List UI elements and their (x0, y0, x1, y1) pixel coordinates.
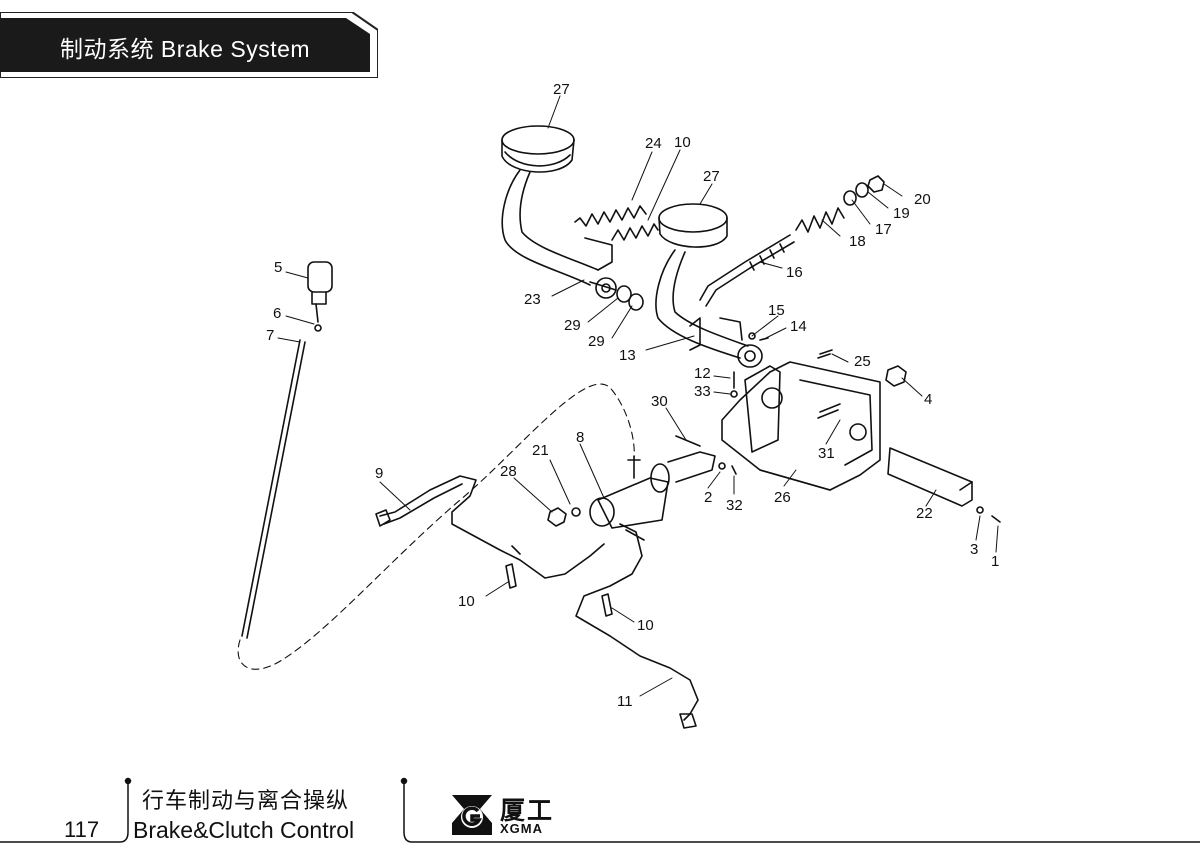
callout-4: 4 (924, 391, 932, 408)
callout-11: 11 (617, 693, 633, 710)
pin-2 (718, 462, 726, 470)
callout-32: 32 (726, 497, 743, 514)
nut-19 (855, 182, 869, 198)
callout-labels: 27 24 10 27 20 19 17 18 16 15 14 23 29 2… (266, 81, 999, 710)
callout-17: 17 (875, 221, 892, 238)
bolt-31 (817, 403, 841, 419)
callout-7: 7 (266, 327, 274, 344)
dashed-routing-line (237, 383, 635, 670)
leader-lines (277, 95, 999, 697)
nut-4 (885, 365, 907, 387)
return-spring-24 (574, 205, 647, 227)
right-brake-pedal (655, 203, 763, 368)
callout-1: 1 (991, 553, 999, 570)
callout-6: 6 (273, 305, 281, 322)
callout-28: 28 (500, 463, 517, 480)
callout-10a: 10 (674, 134, 691, 151)
callout-33: 33 (694, 383, 711, 400)
nut-28 (547, 507, 567, 527)
callout-5: 5 (274, 259, 282, 276)
return-spring-10 (611, 223, 659, 241)
callout-26: 26 (774, 489, 791, 506)
callout-2: 2 (704, 489, 712, 506)
callout-9: 9 (375, 465, 383, 482)
bolt-25 (817, 349, 833, 359)
callout-27b: 27 (703, 168, 720, 185)
rod-7 (241, 339, 306, 639)
nut-20 (867, 175, 885, 193)
bolt-1 (991, 515, 1001, 523)
xgma-logo-icon (452, 795, 492, 835)
callout-12: 12 (694, 365, 711, 382)
callout-15: 15 (768, 302, 785, 319)
spring-18 (795, 207, 845, 233)
brake-line-11 (575, 523, 699, 729)
callout-8: 8 (576, 429, 584, 446)
callout-27a: 27 (553, 81, 570, 98)
washer-21 (571, 507, 581, 517)
washer-3 (976, 506, 984, 514)
left-brake-pedal (501, 125, 617, 299)
page-number: 117 (64, 817, 100, 842)
cotter-32 (731, 465, 737, 475)
callout-30: 30 (651, 393, 668, 410)
callout-14: 14 (790, 318, 807, 335)
callout-3: 3 (970, 541, 978, 558)
sensor-5 (307, 261, 333, 332)
callout-13: 13 (619, 347, 636, 364)
mounting-bracket-26 (721, 361, 881, 491)
callout-18: 18 (849, 233, 866, 250)
callout-29b: 29 (588, 333, 605, 350)
callout-23: 23 (524, 291, 541, 308)
callout-31: 31 (818, 445, 835, 462)
pin-15 (748, 332, 756, 340)
section-title: 制动系统 Brake System (60, 36, 311, 62)
bushing-29b (628, 293, 644, 311)
washer-17 (843, 190, 857, 206)
footer-title-cn: 行车制动与离合操纵 (142, 788, 350, 813)
callout-21: 21 (532, 442, 549, 459)
callout-16: 16 (786, 264, 803, 281)
washer-33 (730, 390, 738, 398)
brake-line-9 (375, 475, 605, 579)
callout-29a: 29 (564, 317, 581, 334)
pivot-arm-22 (887, 447, 973, 507)
callout-22: 22 (916, 505, 933, 522)
clevis-30 (675, 435, 701, 447)
clip-10a (505, 563, 517, 589)
push-rod-16 (699, 234, 795, 307)
callout-10c: 10 (637, 617, 654, 634)
master-cylinder-8 (589, 451, 716, 529)
cotter-14 (759, 337, 769, 341)
footer-title-en: Brake&Clutch Control (133, 817, 355, 843)
callout-24: 24 (645, 135, 662, 152)
brand-name-en: XGMA (500, 821, 543, 836)
callout-25: 25 (854, 353, 871, 370)
footer-rules (0, 777, 1200, 843)
bushing-29a (616, 285, 632, 303)
header-band (0, 12, 378, 78)
callout-19: 19 (893, 205, 910, 222)
brand-name-cn: 厦工 (500, 797, 555, 825)
callout-10b: 10 (458, 593, 475, 610)
clip-10b (601, 593, 613, 617)
callout-20: 20 (914, 191, 931, 208)
